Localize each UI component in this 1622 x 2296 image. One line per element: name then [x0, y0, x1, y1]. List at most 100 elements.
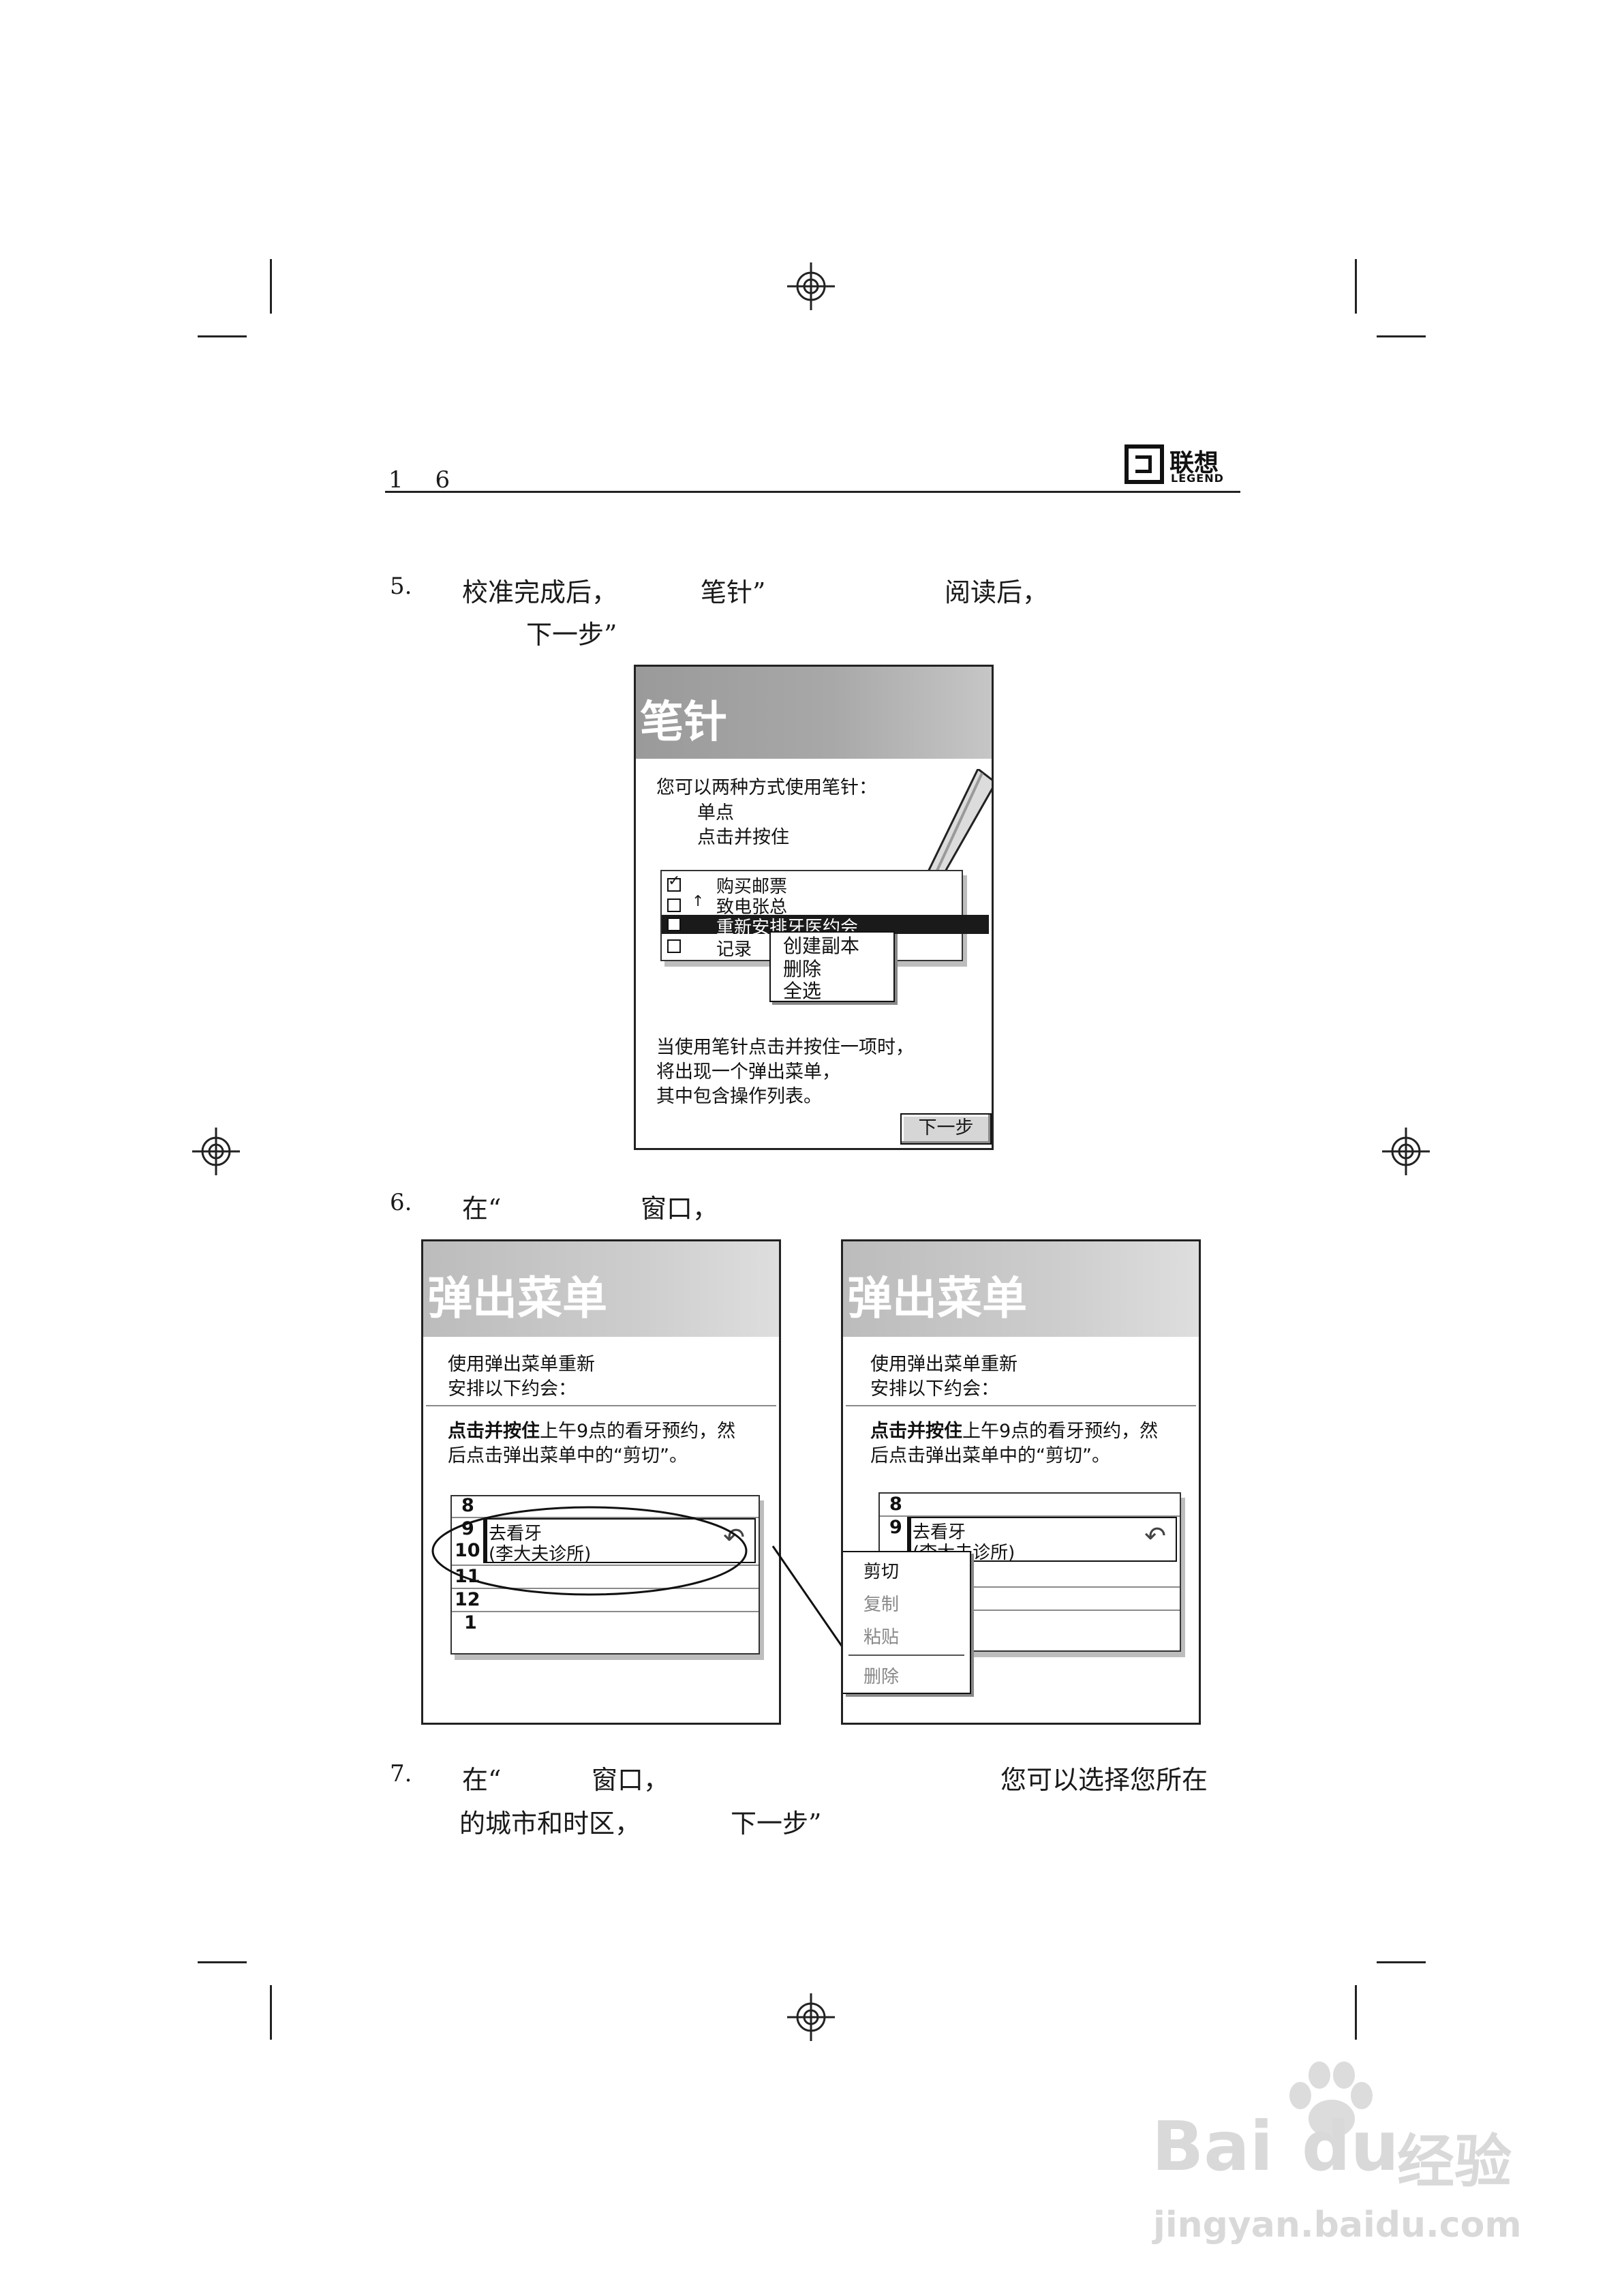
task-checkbox[interactable]	[667, 918, 681, 931]
step-6-text: 窗口，	[641, 1194, 719, 1224]
check-icon: ✓	[668, 873, 681, 890]
task-item[interactable]: 致电张总	[716, 897, 788, 918]
hour-line	[880, 1610, 1180, 1611]
popup-instruction-text: 上午9点的看牙预约，然	[962, 1421, 1159, 1442]
appointment-location: (李大夫诊所)	[489, 1544, 592, 1565]
popup-title: 弹出菜单	[427, 1272, 607, 1325]
step-5-text: 阅读后，	[945, 577, 1049, 607]
crop-mark	[198, 1961, 247, 1963]
logo-cn: 联想	[1169, 449, 1219, 477]
stylus-intro: 您可以两种方式使用笔针：	[656, 777, 877, 798]
step-7-text: 下一步”	[731, 1809, 822, 1839]
popup-instruction-text: 上午9点的看牙预约，然	[540, 1421, 736, 1442]
stylus-title-bar: 笔针	[636, 667, 992, 759]
hour-label: 9	[889, 1517, 902, 1538]
step-7-text: 的城市和时区，	[459, 1809, 641, 1839]
paw-icon	[1289, 2061, 1373, 2138]
legend-logo: 联想 LEGEND	[1124, 443, 1240, 487]
hour-line	[880, 1515, 1180, 1517]
menu-divider	[848, 1655, 964, 1656]
next-button[interactable]: 下一步	[900, 1113, 992, 1145]
stylus-description: 其中包含操作列表。	[656, 1086, 822, 1107]
crop-mark	[1377, 335, 1426, 337]
step-5-number: 5.	[390, 573, 412, 600]
task-checkbox[interactable]	[667, 939, 681, 953]
step-7-text: 窗口，	[592, 1765, 670, 1795]
menu-item-delete[interactable]: 删除	[783, 958, 822, 980]
step-7-number: 7.	[390, 1760, 412, 1787]
step-5-text: 下一步”	[526, 620, 617, 650]
watermark-brand: Bai	[1152, 2106, 1273, 2186]
task-checkbox[interactable]	[667, 878, 681, 892]
calendar-day-view: 8 9 10 去看牙 (李大夫诊所) ↶ 11 12 1	[450, 1495, 760, 1655]
page-number: 1 6	[388, 466, 463, 494]
crop-mark	[1355, 1985, 1357, 2040]
crop-mark	[1377, 1961, 1426, 1963]
highlight-ellipse	[431, 1506, 748, 1596]
crop-mark	[270, 259, 272, 314]
task-checkbox[interactable]	[667, 898, 681, 912]
hour-line	[880, 1586, 1180, 1588]
watermark-jingyan: 经验	[1397, 2128, 1512, 2195]
hour-label: 8	[461, 1495, 474, 1516]
crop-mark	[270, 1985, 272, 2040]
task-row-selected[interactable]	[662, 915, 989, 934]
popup-instruction-bold: 点击并按住	[870, 1421, 962, 1442]
popup-menu-screenshot-left: 弹出菜单 使用弹出菜单重新 安排以下约会： 点击并按住上午9点的看牙预约，然 后…	[421, 1239, 781, 1725]
hour-label: 11	[455, 1566, 480, 1587]
hour-label: 12	[455, 1589, 480, 1610]
registration-mark-icon	[787, 262, 835, 310]
popup-context-menu: 剪切 复制 粘贴 删除	[843, 1551, 971, 1694]
stylus-description: 将出现一个弹出菜单，	[656, 1061, 840, 1083]
priority-icon: ↑	[692, 893, 705, 910]
menu-item-paste[interactable]: 粘贴	[863, 1627, 900, 1648]
step-7-text: 在“	[462, 1765, 502, 1795]
header-rule	[385, 491, 1240, 493]
logo-en: LEGEND	[1171, 472, 1224, 485]
hour-line	[452, 1611, 759, 1612]
stylus-title: 笔针	[640, 697, 727, 748]
task-item[interactable]: 购买邮票	[716, 877, 788, 897]
recurrence-arrow-icon: ↶	[723, 1522, 745, 1552]
appointment-title: 去看牙	[489, 1524, 542, 1544]
popup-instruction-bold: 点击并按住	[448, 1421, 540, 1442]
context-menu: 创建副本 删除 全选	[769, 931, 895, 1002]
stylus-description: 当使用笔针点击并按住一项时，	[656, 1037, 914, 1058]
stylus-option: 点击并按住	[697, 827, 789, 848]
stylus-option: 单点	[697, 802, 734, 824]
menu-item-cut[interactable]: 剪切	[863, 1562, 900, 1582]
registration-mark-icon	[787, 1993, 835, 2041]
divider	[426, 1405, 776, 1406]
hour-label: 10	[455, 1540, 480, 1561]
hour-line	[452, 1517, 759, 1518]
hour-line	[452, 1588, 759, 1589]
popup-instruction: 后点击弹出菜单中的“剪切”。	[870, 1445, 1110, 1466]
watermark-brand: du	[1302, 2106, 1399, 2186]
popup-intro: 安排以下约会：	[870, 1378, 999, 1400]
hour-label: 8	[889, 1494, 902, 1515]
popup-instruction: 点击并按住上午9点的看牙预约，然	[870, 1416, 1158, 1442]
step-6-text: 在“	[462, 1194, 502, 1224]
step-5-text: 校准完成后，	[462, 577, 618, 607]
appointment-block[interactable]: 去看牙 (李大夫诊所) ↶	[483, 1518, 756, 1565]
popup-title-bar: 弹出菜单	[843, 1241, 1199, 1337]
popup-intro: 使用弹出菜单重新	[870, 1354, 1017, 1375]
recurrence-arrow-icon: ↶	[1144, 1521, 1166, 1551]
popup-instruction: 后点击弹出菜单中的“剪切”。	[448, 1445, 688, 1466]
baidu-watermark: Bai du 经验 jingyan.baidu.com	[1152, 2059, 1533, 2263]
popup-title: 弹出菜单	[847, 1272, 1027, 1325]
task-item[interactable]: 记录	[716, 939, 752, 960]
popup-menu-screenshot-right: 弹出菜单 使用弹出菜单重新 安排以下约会： 点击并按住上午9点的看牙预约，然 后…	[841, 1239, 1201, 1725]
popup-intro: 安排以下约会：	[448, 1378, 577, 1400]
menu-item-copy[interactable]: 复制	[863, 1595, 900, 1615]
popup-title-bar: 弹出菜单	[423, 1241, 779, 1337]
step-5-text: 笔针”	[701, 577, 766, 607]
popup-intro: 使用弹出菜单重新	[448, 1354, 595, 1375]
legend-logo-icon	[1124, 444, 1164, 484]
menu-item-select-all[interactable]: 全选	[783, 980, 822, 1002]
hour-label: 1	[464, 1612, 477, 1633]
menu-item-copy[interactable]: 创建副本	[783, 935, 860, 957]
hour-line	[452, 1565, 759, 1566]
registration-mark-icon	[192, 1128, 240, 1175]
menu-item-delete[interactable]: 删除	[863, 1667, 900, 1687]
